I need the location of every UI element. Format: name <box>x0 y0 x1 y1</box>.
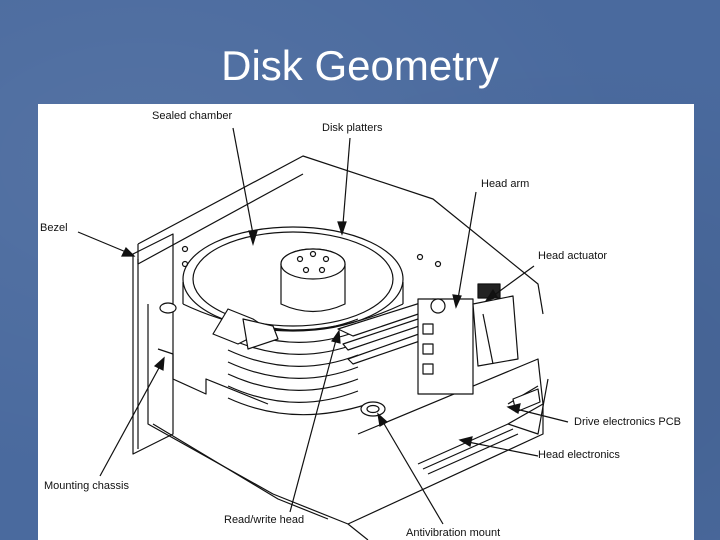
arrow-read-write-head <box>289 339 337 513</box>
label-sealed-chamber: Sealed chamber <box>152 110 233 122</box>
slide-title: Disk Geometry <box>221 42 499 89</box>
label-disk-platters: Disk platters <box>322 122 383 134</box>
label-antivibration-mount: Antivibration mount <box>406 527 501 539</box>
label-drive-electronics-pcb: Drive electronics PCB <box>574 416 681 428</box>
label-head-actuator: Head actuator <box>538 250 608 262</box>
label-bezel: Bezel <box>40 222 68 234</box>
arrow-mounting-chassis <box>99 365 161 477</box>
arrow-disk-platters <box>342 137 351 225</box>
arrow-head-electronics <box>467 441 539 457</box>
arrow-sealed-chamber <box>232 127 254 235</box>
antivibration-mount-shape <box>360 401 386 417</box>
actuator-body <box>417 298 474 395</box>
label-head-arm: Head arm <box>481 178 530 190</box>
arrow-head-actuator <box>492 265 535 297</box>
label-read-write-head: Read/write head <box>224 514 305 526</box>
arrow-drive-electronics <box>515 408 569 423</box>
bezel-shape <box>132 233 174 455</box>
platter-top <box>192 231 394 327</box>
chassis-front-wall <box>147 304 369 540</box>
arrow-antivibration-mount <box>382 421 444 525</box>
hard-disk-illustration <box>77 127 569 540</box>
label-head-electronics: Head electronics <box>538 449 620 461</box>
arrow-bezel <box>77 231 127 253</box>
arrow-head-arm <box>457 191 477 300</box>
housing-top-edge <box>137 155 544 315</box>
label-mounting-chassis: Mounting chassis <box>44 480 129 492</box>
hard-disk-diagram: Sealed chamber Disk platters Head arm Be… <box>38 104 694 540</box>
